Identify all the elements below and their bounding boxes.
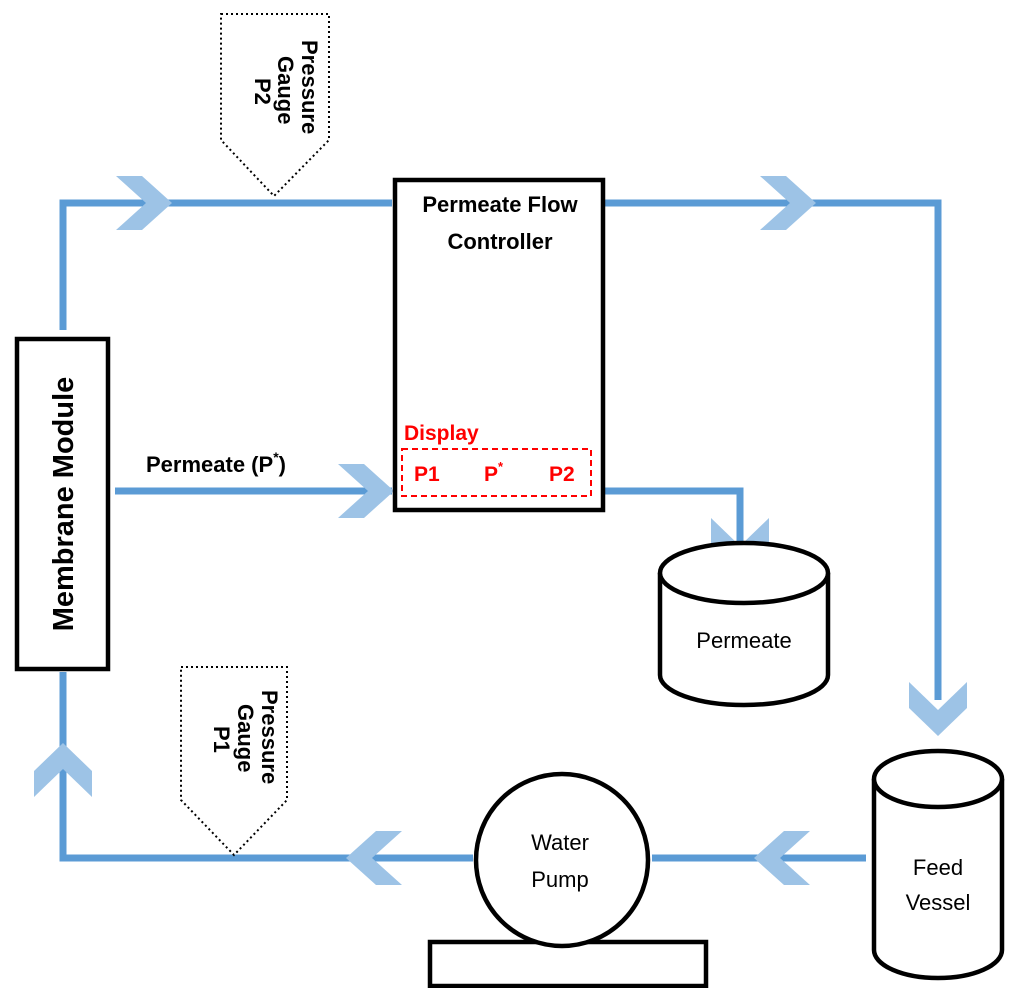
pipe-controller-to-feed-vessel: [605, 199, 942, 700]
gauge-p2-line1: Pressure: [297, 40, 322, 134]
controller-label-line1: Permeate Flow: [422, 192, 578, 217]
permeate-flow-controller: Permeate Flow Controller Display P1 P* P…: [392, 177, 606, 513]
water-pump-label-line2: Pump: [531, 867, 588, 892]
pipe-module-to-controller: [59, 199, 392, 330]
pipe-pump-to-module: [59, 672, 473, 862]
display-title: Display: [404, 422, 479, 445]
flow-arrow-right-icon: [760, 176, 816, 230]
gauge-p1-line2: Gauge: [233, 704, 258, 772]
permeate-tank-label: Permeate: [696, 628, 791, 653]
display-pstar: P*: [484, 459, 504, 486]
pressure-gauge-p2: Pressure Gauge P2: [220, 13, 330, 198]
display-p1: P1: [414, 463, 440, 486]
membrane-module: Membrane Module: [14, 336, 111, 672]
flow-arrow-right-icon: [116, 176, 172, 230]
pipe-controller-to-permeate-tank: [605, 487, 744, 548]
gauge-p1-line1: Pressure: [257, 690, 282, 784]
flow-arrow-left-icon: [754, 831, 810, 885]
pressure-gauge-p1: Pressure Gauge P1: [180, 666, 288, 857]
controller-label-line2: Controller: [447, 229, 553, 254]
flow-arrow-left-icon: [346, 831, 402, 885]
feed-vessel-label-line2: Vessel: [906, 890, 971, 915]
flow-arrow-right-icon: [338, 464, 394, 518]
permeate-tank: Permeate: [657, 540, 831, 708]
water-pump-label-line1: Water: [531, 830, 589, 855]
display-p2: P2: [549, 463, 575, 486]
water-pump: Water Pump: [427, 771, 709, 988]
permeate-stream-label: Permeate (P*): [146, 449, 286, 477]
gauge-p1-line3: P1: [209, 726, 234, 753]
feed-vessel: Feed Vessel: [871, 748, 1005, 981]
controller-display: [401, 448, 592, 497]
membrane-module-label: Membrane Module: [48, 377, 80, 632]
feed-vessel-label-line1: Feed: [913, 855, 963, 880]
gauge-p2-line3: P2: [250, 78, 275, 105]
flow-arrow-down-icon: [909, 682, 967, 736]
gauge-p2-line2: Gauge: [273, 56, 298, 124]
flow-arrow-up-icon: [34, 743, 92, 797]
